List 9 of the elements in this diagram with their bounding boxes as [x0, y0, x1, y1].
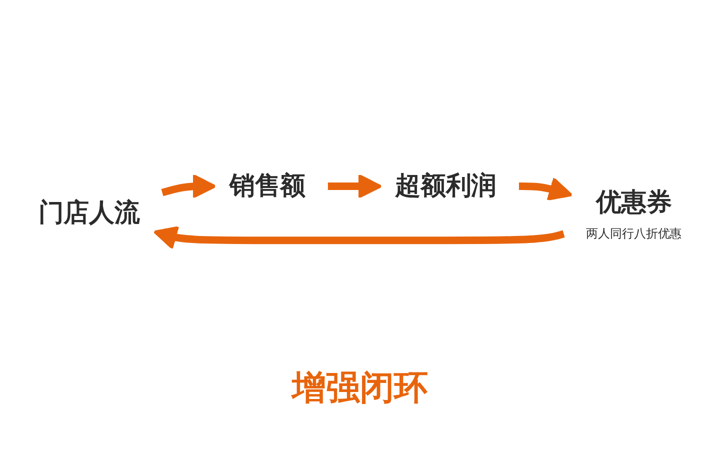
node-text: 超额利润	[395, 170, 497, 201]
node-text: 销售额	[229, 170, 306, 201]
node-text: 优惠券 两人同行八折优惠	[586, 188, 682, 241]
arrow	[328, 174, 382, 199]
loop-label: 增强闭环	[292, 367, 428, 410]
arrow	[153, 226, 565, 250]
arrow	[518, 176, 573, 201]
arrow	[161, 174, 216, 199]
node-text: 门店人流	[38, 198, 140, 228]
